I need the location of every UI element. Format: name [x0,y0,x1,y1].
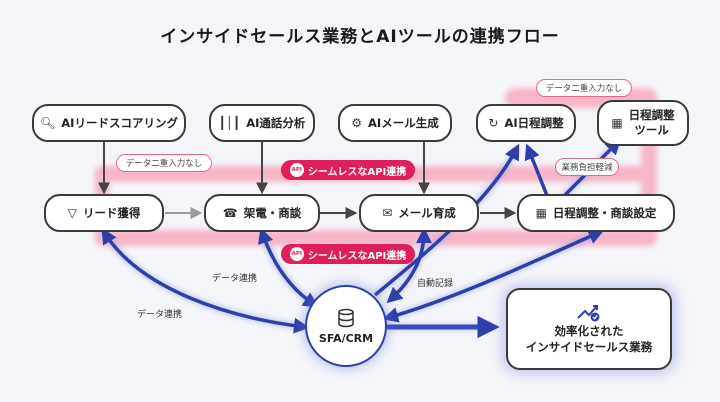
ai-schedule-box: ↻ AI日程調整 [476,104,576,142]
call-meeting-box: ☎︎ 架電・商談 [204,194,320,232]
schedule-tool-label-line2: ツール [634,123,669,137]
seamless-api-label-bottom: シームレスなAPI連携 [307,250,407,262]
sfa-connectors [101,138,622,334]
clock-cycle-icon: ↻ [488,116,499,130]
auto-record-label: 自動記録 [417,279,454,289]
meeting-sfa-link [382,229,605,323]
calendar-icon: ▦ [611,116,623,130]
ai-mail-generation-label: AIメール生成 [368,116,439,130]
ai-call-analysis-label: AI通話分析 [246,116,306,130]
schedule-tool-label-line1: 日程調整 [628,108,675,122]
call-sfa-link [258,227,319,308]
magnifier-icon: 🔍︎ [40,116,56,130]
mail-icon: ✉︎ [382,206,393,220]
seamless-api-label-top: シームレスなAPI連携 [307,166,407,178]
database-icon [338,308,354,328]
ai-schedule-label: AI日程調整 [504,116,564,130]
ai-lead-scoring-label: AIリードスコアリング [61,116,178,130]
sfa-crm-label: SFA/CRM [318,332,374,345]
trend-check-icon [577,305,600,322]
result-box: 効率化された インサイドセールス業務 [506,288,672,370]
data-link-label-lead: データ連携 [137,310,183,320]
result-line1: 効率化された [554,324,624,338]
meeting-setting-box: ▦ 日程調整・商談設定 [517,194,675,232]
schedule-tool-box: ▦ 日程調整 ツール [597,100,689,146]
lead-acquisition-box: ▽ リード獲得 [44,194,164,232]
api-icon: API [289,247,304,261]
lead-sfa-link [101,227,310,334]
mail-nurture-box: ✉︎ メール育成 [359,194,479,232]
phone-icon: ☎︎ [222,206,238,220]
meeting-setting-label: 日程調整・商談設定 [552,206,657,220]
seamless-api-badge-bottom: API シームレスなAPI連携 [281,244,415,264]
meeting-ai-schedule-link [524,143,550,199]
result-line2: インサイドセールス業務 [525,340,653,354]
page-title: インサイドセールス業務とAIツールの連携フロー [160,27,560,47]
lead-acquisition-label: リード獲得 [82,206,141,220]
ai-lead-scoring-box: 🔍︎ AIリードスコアリング [32,104,186,142]
funnel-icon: ▽ [67,206,77,220]
ai-to-process-arrows [98,142,430,195]
no-double-entry-badge: データ二重入力なし [116,154,212,172]
seamless-api-badge-top: API シームレスなAPI連携 [281,160,415,180]
data-link-label-call: データ連携 [212,274,258,284]
call-meeting-label: 架電・商談 [243,206,302,220]
ai-mail-generation-box: ⚙ AIメール生成 [338,104,452,142]
api-icon: API [289,163,304,177]
workload-reduction-badge: 業務負担軽減 [555,158,619,176]
mail-nurture-label: メール育成 [398,206,456,220]
ai-call-analysis-box: ┃│┃ AI通話分析 [209,104,315,142]
waveform-icon: ┃│┃ [218,116,241,130]
sfa-crm-hub: SFA/CRM [305,285,387,367]
robot-arm-icon: ⚙ [351,116,363,130]
calendar-icon: ▦ [535,206,547,220]
no-double-entry-badge-top: データ二重入力なし [536,79,632,97]
